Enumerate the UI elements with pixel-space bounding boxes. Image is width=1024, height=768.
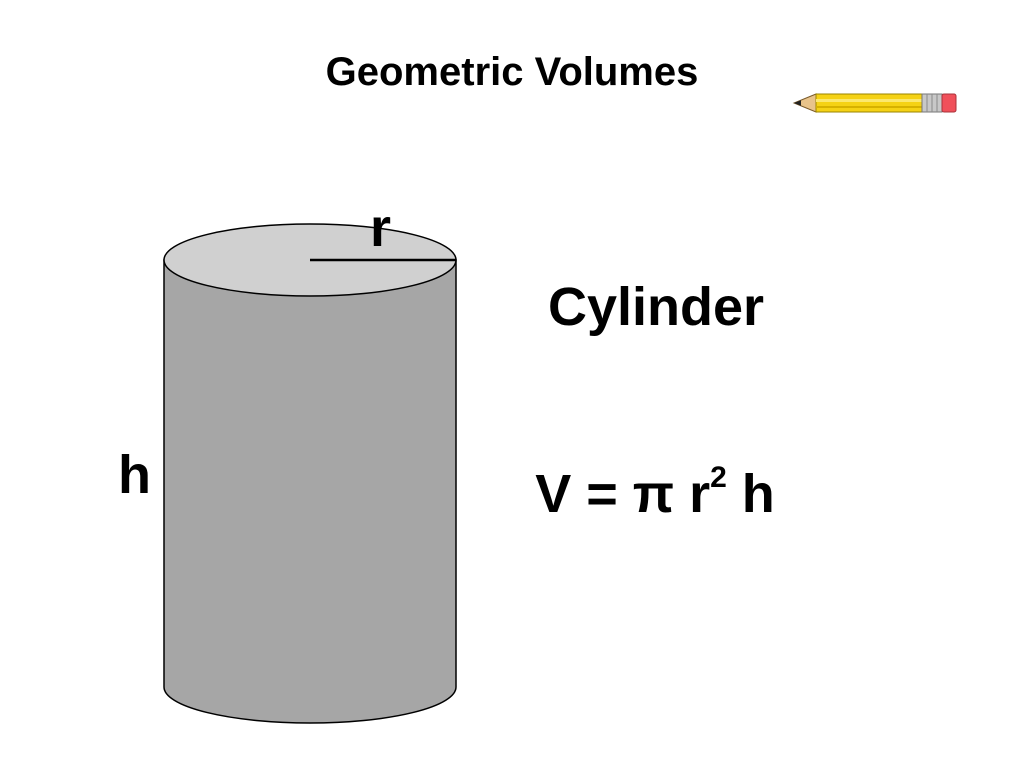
volume-formula: V = π r2 h [500, 461, 810, 526]
cylinder-body [163, 259, 457, 724]
shape-name: Cylinder [547, 277, 765, 337]
slide-title: Geometric Volumes [325, 50, 699, 94]
formula-exponent: 2 [710, 461, 727, 494]
formula-lhs: V = π r [535, 464, 711, 524]
height-label: h [118, 445, 151, 505]
pencil-icon [792, 93, 957, 113]
radius-label: r [370, 198, 392, 258]
formula-rhs: h [726, 464, 775, 524]
